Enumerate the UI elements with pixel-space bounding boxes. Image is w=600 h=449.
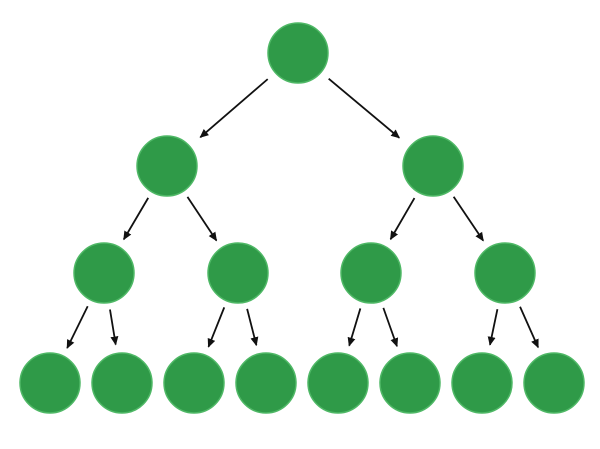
leaf-node	[451, 352, 513, 414]
edge-arrow	[66, 305, 89, 349]
edge-arrow	[207, 307, 226, 348]
tree-node	[474, 242, 536, 304]
leaf-node	[523, 352, 585, 414]
leaf-node	[163, 352, 225, 414]
edge-arrow	[382, 307, 399, 348]
edge-arrow	[328, 77, 401, 139]
tree-node	[207, 242, 269, 304]
tree-node	[402, 135, 464, 197]
edge-arrow	[487, 309, 499, 346]
edge-arrow	[186, 196, 218, 242]
edge-arrow	[246, 308, 259, 347]
edge-arrow	[519, 306, 539, 349]
leaf-node	[19, 352, 81, 414]
leaf-node	[379, 352, 441, 414]
tree-node	[73, 242, 135, 304]
tree-node	[340, 242, 402, 304]
leaf-node	[91, 352, 153, 414]
edge-arrow	[123, 197, 150, 241]
edge-arrow	[347, 308, 362, 347]
leaf-node	[235, 352, 297, 414]
root-node	[267, 22, 329, 84]
edge-arrow	[452, 196, 484, 242]
leaf-node	[307, 352, 369, 414]
edge-arrow	[109, 309, 119, 346]
tree-node	[136, 135, 198, 197]
edge-arrow	[389, 197, 416, 241]
edge-arrow	[199, 78, 269, 138]
